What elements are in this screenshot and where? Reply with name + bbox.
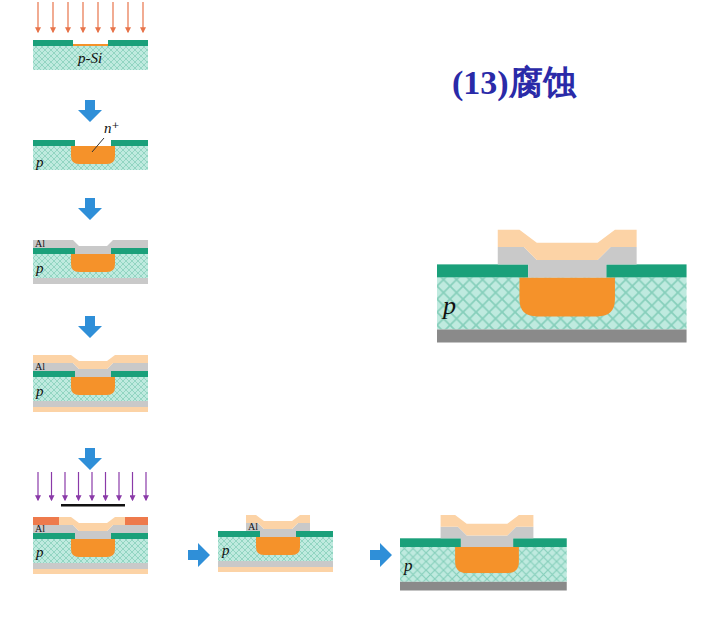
n-plus-region [71,146,115,164]
oxide-layer [513,538,567,547]
step-arrow [78,100,102,122]
p-substrate [33,46,148,70]
p-substrate [33,377,148,401]
cross-section [33,504,148,574]
uv-light [132,472,133,500]
backside-aluminium [33,563,148,569]
photoresist [498,230,637,260]
cross-section [437,230,687,343]
photoresist [33,517,148,531]
oxide-layer [33,40,73,46]
ion-beam [112,2,113,32]
uv-light [64,472,65,500]
oxide-layer [108,40,148,46]
backside-resist [33,569,148,574]
layer-label: Al [35,362,45,372]
step-title: (13)腐蚀 [452,64,577,101]
n-plus-region [71,254,115,272]
step-arrow [370,543,392,567]
oxide-layer [111,533,148,539]
cross-section [33,240,148,284]
backside-resist [33,407,148,412]
photoresist [441,515,534,535]
cross-section [33,140,148,170]
uv-light [105,472,106,500]
leader-line [92,138,104,152]
layer-label: Al [248,522,258,532]
photoresist [33,355,148,369]
ion-beam [67,2,68,32]
cross-section [33,355,148,412]
backside-aluminium [218,561,333,567]
layer-label: Al [35,524,45,534]
oxide-layer [296,531,333,537]
backside-aluminium [437,329,687,342]
ion-beam [82,2,83,32]
layer-label: p [36,545,44,560]
p-substrate [400,547,567,582]
layer-label: p [222,543,230,558]
uv-light [145,472,146,500]
region-label: n⁺ [104,121,119,136]
layer-label: p [36,155,44,170]
uv-light [37,472,38,500]
cross-section [33,40,148,70]
backside-aluminium [33,278,148,284]
oxide-layer [437,264,528,277]
layer-label: p [36,261,44,276]
step-arrow [78,198,102,220]
ion-beam [97,2,98,32]
p-substrate [33,146,148,170]
oxide-layer [400,538,461,547]
layer-label: Al [35,239,45,249]
n-plus-region [455,547,519,573]
step-arrow [78,316,102,338]
oxide-layer [33,140,75,146]
uv-light [51,472,52,500]
p-substrate [33,539,148,563]
layer-label: p [36,384,44,399]
mask [61,504,125,507]
exposed-resist [125,517,148,525]
p-substrate [218,537,333,561]
oxide-layer [111,140,148,146]
cross-section [400,515,567,590]
n-plus-region [256,537,300,555]
oxide-layer [606,264,686,277]
n-plus-region [71,377,115,395]
uv-light [118,472,119,500]
dopant-layer [73,44,108,46]
aluminium-layer [33,240,148,254]
n-plus-region [519,277,614,316]
uv-light [78,472,79,500]
layer-label: p [443,293,456,319]
oxide-layer [111,371,148,377]
layer-label: p-Si [78,51,102,66]
n-plus-region [71,539,115,557]
ion-beam [142,2,143,32]
backside-resist [218,567,333,572]
layer-label: p [404,557,413,574]
oxide-layer [111,248,148,254]
backside-aluminium [400,582,567,591]
uv-light [91,472,92,500]
step-arrow [188,543,210,567]
cross-section [218,515,333,572]
ion-beam [52,2,53,32]
ion-beam [37,2,38,32]
p-substrate [33,254,148,278]
ion-beam [127,2,128,32]
backside-aluminium [33,401,148,407]
p-substrate [437,277,687,329]
step-arrow [78,448,102,470]
